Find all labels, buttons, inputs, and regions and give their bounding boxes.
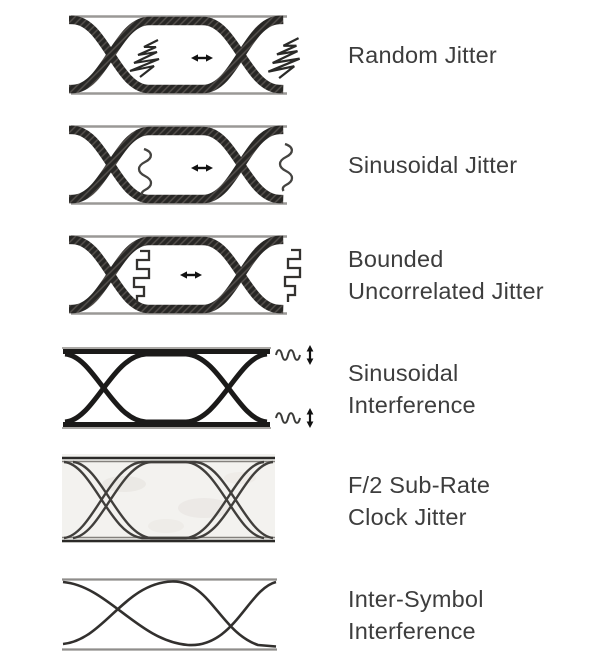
eye-traces xyxy=(64,351,268,425)
eye-traces xyxy=(69,235,284,314)
eye-rails xyxy=(71,235,287,315)
sine-wave-icon xyxy=(275,349,301,361)
label-line-2: Clock Jitter xyxy=(348,503,467,530)
label-f2-sub-rate-clock-jitter: F/2 Sub-Rate Clock Jitter xyxy=(348,470,490,533)
label-line-2: Uncorrelated Jitter xyxy=(348,277,544,304)
eye-diagram-inter-symbol-interference xyxy=(62,578,277,651)
label-line-1: Random Jitter xyxy=(348,42,497,68)
row-bounded-uncorrelated-jitter: Bounded Uncorrelated Jitter xyxy=(0,233,600,317)
eye-diagram-random-jitter xyxy=(69,15,301,95)
eye-rails xyxy=(62,578,277,651)
eye-traces xyxy=(62,580,277,648)
label-line-2: Interference xyxy=(348,391,476,418)
eye-traces xyxy=(69,125,284,204)
eye-diagram-sinusoidal-interference xyxy=(62,345,314,429)
horizontal-double-arrow-icon xyxy=(191,54,213,62)
label-random-jitter: Random Jitter xyxy=(348,40,497,72)
sine-squiggle-icon xyxy=(137,147,153,197)
random-noise-zigzag-icon xyxy=(267,37,301,80)
label-sinusoidal-interference: Sinusoidal Interference xyxy=(348,358,476,421)
label-inter-symbol-interference: Inter-Symbol Interference xyxy=(348,584,484,647)
sine-squiggle-icon xyxy=(278,142,294,192)
label-line-1: Inter-Symbol xyxy=(348,586,484,612)
eye-diagram-sinusoidal-jitter xyxy=(69,125,294,205)
row-f2-sub-rate-clock-jitter: F/2 Sub-Rate Clock Jitter xyxy=(0,452,600,546)
horizontal-double-arrow-icon xyxy=(191,164,213,172)
mottled-background xyxy=(62,454,275,543)
label-line-2: Interference xyxy=(348,617,476,644)
label-line-1: Sinusoidal xyxy=(348,360,459,386)
row-sinusoidal-interference: Sinusoidal Interference xyxy=(0,344,600,436)
label-line-1: Bounded xyxy=(348,246,444,272)
doubled-eye-traces xyxy=(63,460,274,540)
eye-diagram-bounded-uncorrelated-jitter xyxy=(69,235,302,315)
square-wave-icon xyxy=(283,248,302,302)
label-sinusoidal-jitter: Sinusoidal Jitter xyxy=(348,150,517,182)
horizontal-double-arrow-icon xyxy=(180,271,202,279)
row-random-jitter: Random Jitter xyxy=(0,13,600,97)
eye-rails xyxy=(71,125,287,205)
row-inter-symbol-interference: Inter-Symbol Interference xyxy=(0,576,600,654)
vertical-double-arrow-icon xyxy=(306,408,314,428)
label-line-1: Sinusoidal Jitter xyxy=(348,152,518,178)
label-line-1: F/2 Sub-Rate xyxy=(348,472,491,498)
label-bounded-uncorrelated-jitter: Bounded Uncorrelated Jitter xyxy=(348,244,544,307)
eye-diagram-f2-sub-rate-clock-jitter xyxy=(62,454,275,543)
eye-traces xyxy=(69,15,284,94)
random-noise-zigzag-icon xyxy=(129,39,160,78)
eye-rails xyxy=(71,15,287,95)
row-sinusoidal-jitter: Sinusoidal Jitter xyxy=(0,123,600,207)
sine-wave-icon xyxy=(275,412,301,424)
vertical-double-arrow-icon xyxy=(306,345,314,365)
square-wave-icon xyxy=(132,249,151,303)
eye-rails xyxy=(62,347,271,429)
